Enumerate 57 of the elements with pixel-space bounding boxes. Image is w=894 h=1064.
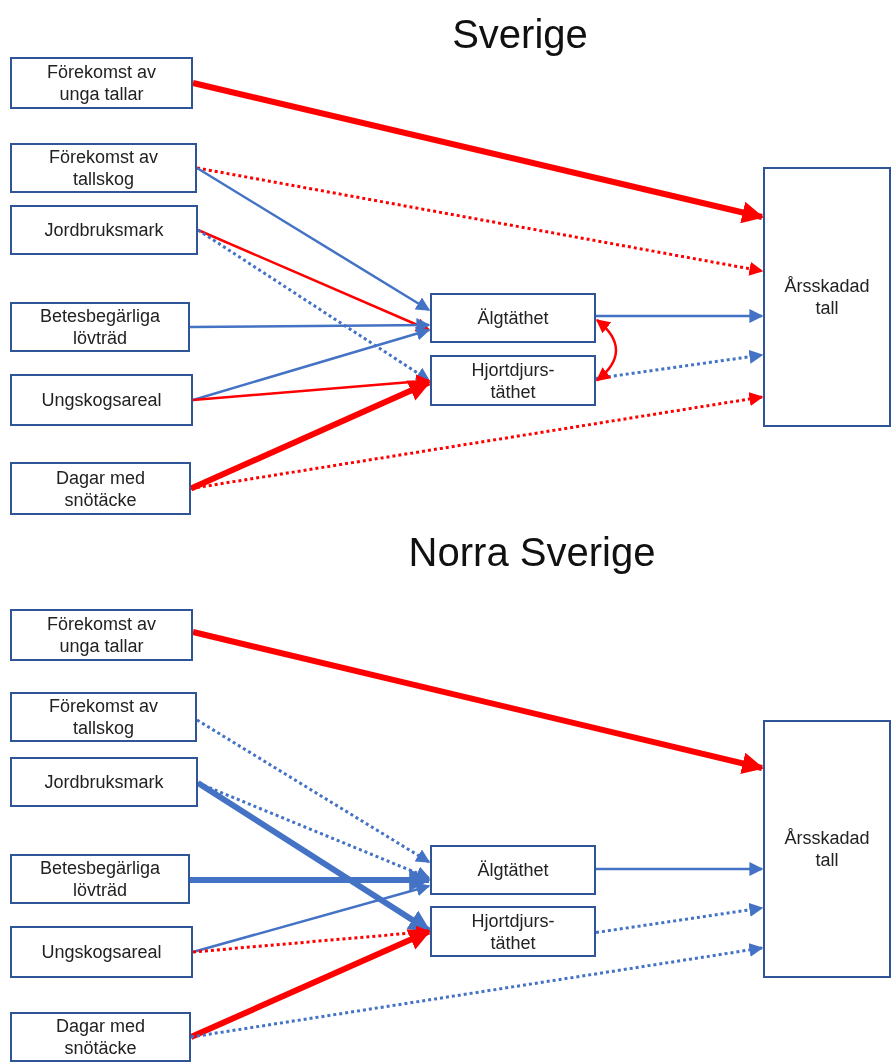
node-label: Hjortdjurs-täthet bbox=[470, 909, 556, 954]
factor-box bbox=[10, 302, 190, 352]
arrow bbox=[595, 349, 764, 380]
arrow bbox=[189, 379, 431, 492]
arrow bbox=[196, 780, 431, 934]
arrow bbox=[192, 629, 765, 775]
node-label: Betesbegärliga lövträd bbox=[38, 857, 162, 901]
arrow bbox=[190, 869, 432, 891]
node-label: Årsskadad tall bbox=[783, 275, 871, 319]
node-label: Älgtäthet bbox=[477, 307, 549, 329]
arrow bbox=[196, 166, 431, 312]
factor-box bbox=[10, 854, 190, 904]
arrow bbox=[197, 228, 431, 382]
node-label: Dagar med snötäcke bbox=[54, 1015, 146, 1059]
node-label: Ungskogsareal bbox=[41, 941, 162, 963]
factor-box bbox=[10, 926, 193, 978]
factor-box bbox=[10, 57, 193, 109]
factor-box bbox=[10, 1012, 191, 1062]
arrow bbox=[190, 392, 764, 490]
panel-heading: Sverige bbox=[452, 12, 588, 57]
outcome-box bbox=[763, 167, 891, 427]
panel-heading: Norra Sverige bbox=[408, 530, 656, 575]
arrow bbox=[596, 862, 764, 876]
arrow bbox=[196, 718, 431, 864]
node-label: Förekomst av unga tallar bbox=[46, 613, 157, 657]
node-label: Jordbruksmark bbox=[44, 771, 164, 793]
node-label: Hjortdjurs-täthet bbox=[470, 358, 556, 403]
factor-box bbox=[10, 757, 198, 807]
node-label: Jordbruksmark bbox=[44, 219, 164, 241]
arrow bbox=[190, 943, 764, 1039]
node-label: Förekomst av tallskog bbox=[48, 146, 159, 190]
factor-box bbox=[10, 609, 193, 661]
factor-box bbox=[10, 205, 198, 255]
density-box bbox=[430, 293, 596, 343]
node-label: Förekomst av tallskog bbox=[48, 695, 159, 739]
node-label: Ungskogsareal bbox=[41, 389, 162, 411]
arrow bbox=[596, 309, 764, 323]
factor-box bbox=[10, 462, 191, 515]
node-label: Älgtäthet bbox=[477, 859, 549, 881]
factor-box bbox=[10, 692, 197, 742]
arrow bbox=[192, 326, 431, 402]
arrow bbox=[192, 80, 765, 224]
outcome-box bbox=[763, 720, 891, 978]
node-label: Årsskadad tall bbox=[783, 827, 871, 871]
arrow bbox=[192, 374, 431, 402]
density-box bbox=[430, 845, 596, 895]
arrow bbox=[595, 902, 764, 934]
density-box bbox=[430, 906, 596, 957]
arrow bbox=[196, 166, 764, 276]
density-box bbox=[430, 355, 596, 406]
factor-box bbox=[10, 374, 193, 426]
factor-box bbox=[10, 143, 197, 193]
node-label: Betesbegärliga lövträd bbox=[38, 305, 162, 349]
node-label: Dagar med snötäcke bbox=[54, 466, 146, 511]
arrow bbox=[189, 928, 431, 1040]
node-label: Förekomst av unga tallar bbox=[46, 61, 157, 105]
arrow bbox=[595, 319, 618, 382]
